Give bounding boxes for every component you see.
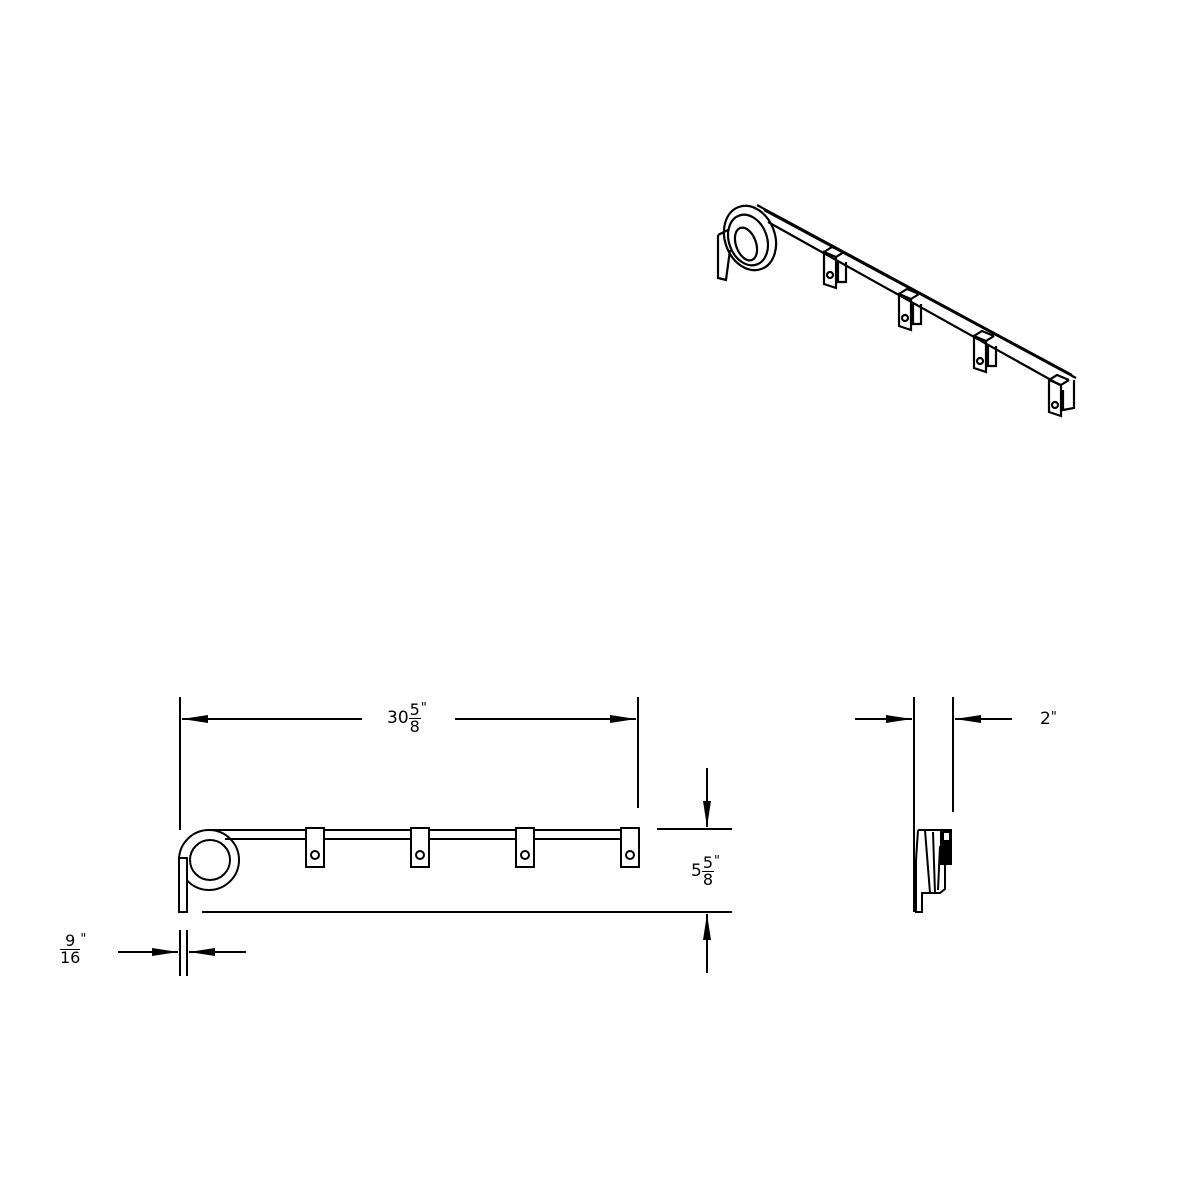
iso-brackets [822, 245, 1076, 418]
length-unit: " [420, 701, 427, 716]
depth-label: 2" [1040, 711, 1057, 728]
thickness-den: 16 [60, 948, 81, 967]
side-profile [915, 829, 946, 913]
front-coil-inner [189, 839, 231, 881]
depth-unit: " [1050, 710, 1057, 725]
height-whole: 5 [691, 861, 702, 881]
iso-coil-outer [722, 204, 778, 272]
height-den: 8 [702, 870, 714, 889]
iso-leg [716, 229, 732, 282]
length-whole: 30 [387, 708, 409, 728]
thickness-num: 9 [60, 933, 81, 950]
length-dimension [179, 697, 639, 830]
iso-coil-inner [733, 226, 759, 262]
height-unit: " [714, 854, 720, 869]
isometric-view [716, 204, 1077, 418]
front-leg [178, 857, 188, 913]
front-view [178, 827, 640, 913]
thickness-unit: " [80, 932, 87, 947]
length-num: 5 [408, 700, 421, 719]
height-num: 5 [701, 853, 715, 872]
length-den: 8 [409, 717, 420, 736]
side-view [855, 697, 1012, 913]
depth-value: 2 [1040, 709, 1051, 729]
front-brackets [305, 827, 640, 868]
height-dimension [202, 768, 732, 973]
iso-bar [756, 204, 1077, 386]
iso-coil-mid [726, 213, 770, 267]
thickness-dimension [118, 930, 246, 976]
